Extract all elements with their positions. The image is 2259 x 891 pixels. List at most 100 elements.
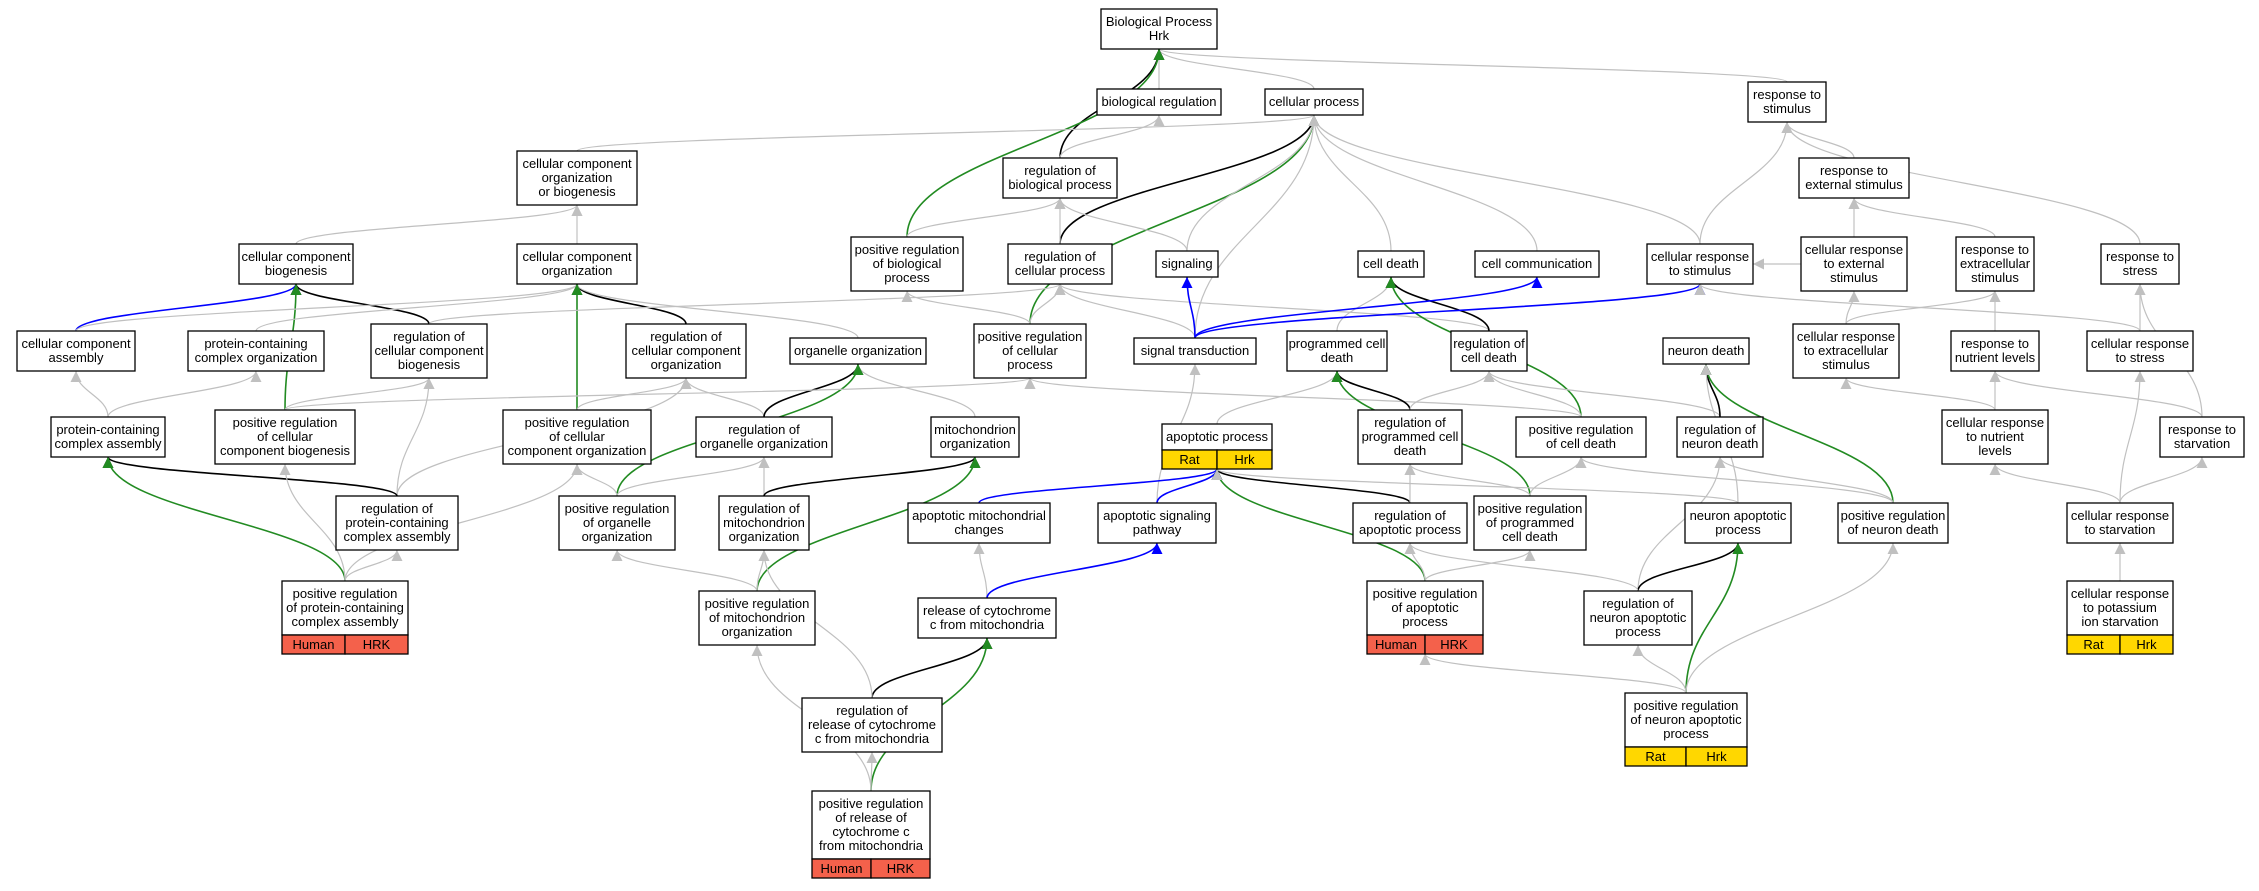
node-label-line: pathway [1133,522,1182,537]
node-label-line: positive regulation [1634,698,1739,713]
species-badge-label: Rat [1179,452,1200,467]
node-cellcomm[interactable]: cell communication [1474,250,1600,278]
node-sigtrans[interactable]: signal transduction [1133,337,1257,365]
edge-is-a-mitoorg-to-orgorg [852,363,976,418]
node-orgorg[interactable]: organelle organization [789,337,927,365]
node-box-posregcell [973,323,1087,379]
node-box-respextra [1955,236,2035,292]
node-bioreg[interactable]: biological regulation [1096,88,1222,116]
edge-regulates-regapo-to-apoproc [1211,468,1411,504]
node-box-sigtrans [1133,337,1257,365]
node-label-line: response to [1753,87,1821,102]
node-neurondeath[interactable]: neuron death [1662,337,1750,365]
edge-is-a-cellrespnutr-to-cellrespextra [1840,377,1996,411]
node-label-line: regulation of [1374,415,1446,430]
node-label-line: stimulus [1971,270,2019,285]
node-celldeath[interactable]: cell death [1357,250,1425,278]
node-box-posregneurondeath [1837,502,1949,544]
node-label-line: cellular response [1805,242,1903,257]
node-label-line: of cell death [1546,436,1616,451]
node-label-line: to potassium [2083,600,2157,615]
edge-positively-regulates-posregpcassembly-to-pcassembly [102,456,346,582]
species-badge-label: Rat [1645,749,1666,764]
node-box-regneurondeath [1676,416,1764,458]
node-box-regpcd [1357,409,1463,465]
node-label-line: regulation of [1453,336,1525,351]
node-label-line: apoptotic process [1166,429,1268,444]
edge-regulates-regreleasecytc-to-releasecytc [871,637,993,699]
edge-is-a-posregccbio-to-regccbio [284,377,435,411]
node-label-line: positive regulation [819,796,924,811]
edge-regulates-regpcd-to-pcd [1331,370,1411,411]
edge-is-a-cellrespextra-to-respextra [1845,290,2001,325]
node-box-posregreleasecytc [811,790,931,860]
node-box-neurondeath [1662,337,1750,365]
node-box-regpcassembly [335,495,459,551]
node-label-line: to starvation [2085,522,2156,537]
node-box-releasecytc [917,597,1057,639]
node-signaling[interactable]: signaling [1155,250,1219,278]
node-box-celldeath [1357,250,1425,278]
edge-is-a-pccorg-to-ccorg [255,283,583,332]
node-label-line: release of cytochrome [808,717,936,732]
edge-is-a-posregneuronapo-to-posregapo [1419,653,1687,694]
node-label-line: response to [2106,249,2174,264]
edge-positively-regulates-posregbio-to-root [906,48,1165,238]
node-cellproc[interactable]: cellular process [1264,88,1364,116]
